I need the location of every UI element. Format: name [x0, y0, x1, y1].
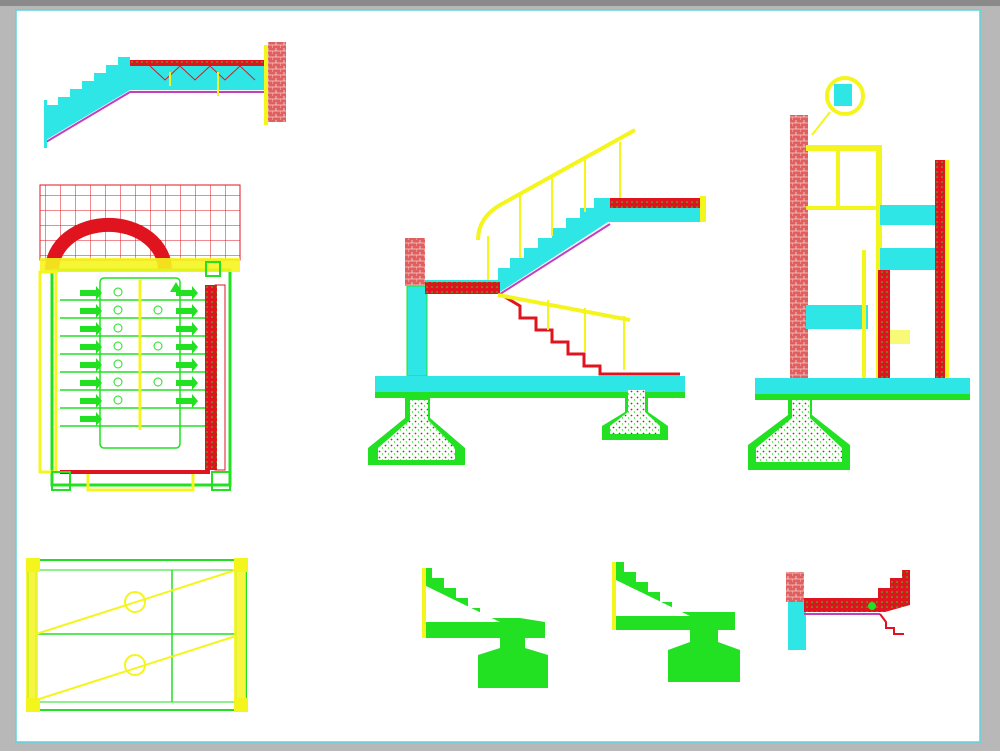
stair-detail-bottom-1 [422, 568, 548, 688]
stair-detail-bottom-2 [612, 562, 740, 682]
stair-elevation-top-left [44, 42, 286, 148]
slab-plan-bottom-left [26, 558, 248, 712]
stair-plan [38, 184, 241, 492]
landing-detail-bottom-right [786, 570, 910, 650]
stair-section-right [748, 76, 970, 470]
stair-section-center [368, 128, 706, 465]
